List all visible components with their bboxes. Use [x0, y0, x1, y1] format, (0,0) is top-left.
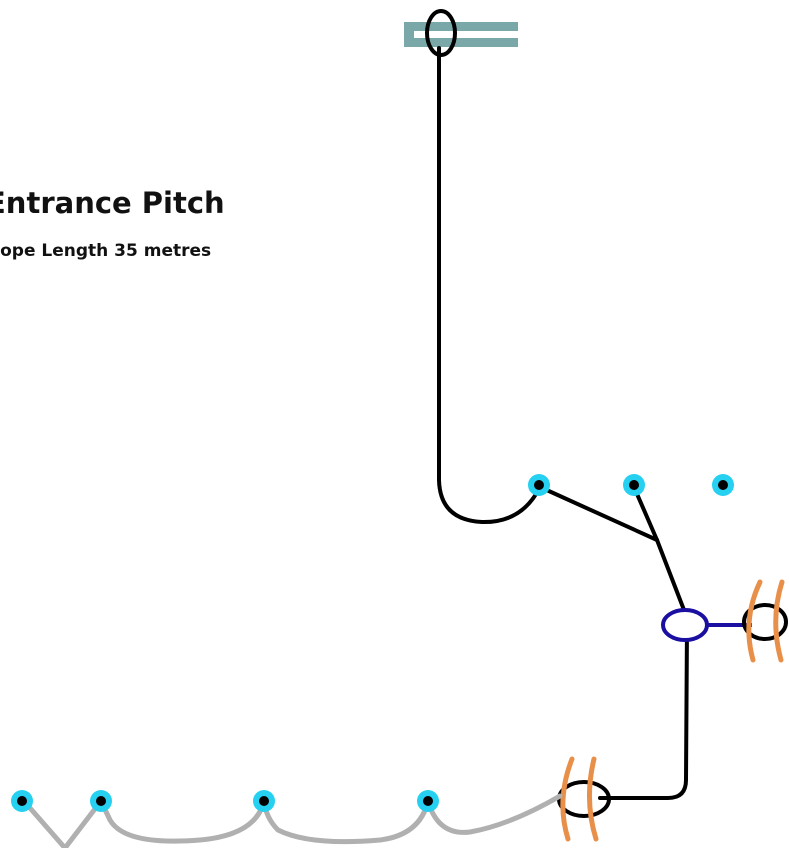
right-knot-loop-icon — [742, 603, 788, 641]
tail-rope — [27, 793, 563, 848]
natural-anchor-bar-icon — [404, 22, 518, 47]
y-hang-left-leg — [538, 485, 659, 542]
rope-protector-icon — [746, 579, 785, 663]
bolt-anchor-icon — [712, 474, 734, 496]
rope-to-rebelay — [598, 623, 689, 800]
bolt-anchor-icon — [623, 474, 645, 496]
maillon-icon — [661, 608, 709, 642]
bolt-anchor-icon — [528, 474, 550, 496]
pitch-title: Entrance Pitch — [0, 186, 225, 220]
bolt-anchor-icon — [11, 790, 33, 812]
y-hang-right-leg — [632, 485, 659, 542]
bolt-anchor-icon — [253, 790, 275, 812]
bolt-anchor-icon — [90, 790, 112, 812]
main-rope — [437, 46, 542, 525]
rope-protector-icon — [560, 756, 599, 842]
rope-length-label: Rope Length 35 metres — [0, 241, 212, 261]
top-knot-loop-icon — [425, 9, 457, 57]
y-hang-joined-rope — [655, 538, 686, 612]
bolt-anchor-icon — [417, 790, 439, 812]
